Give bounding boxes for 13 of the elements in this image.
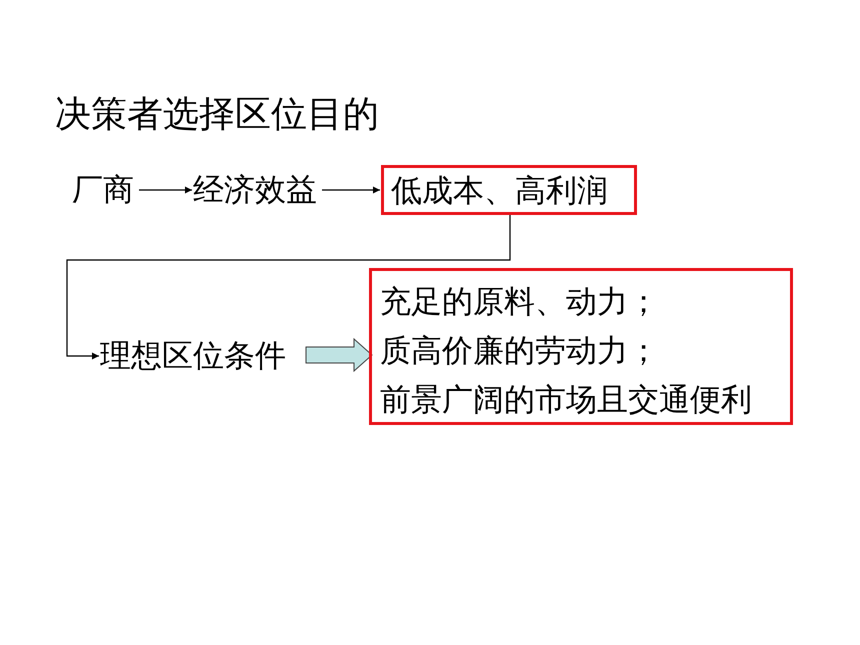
arrow [66, 215, 511, 360]
list-item: 质高价廉的劳动力； [380, 332, 659, 370]
conditions-box [369, 268, 793, 425]
block-arrow [306, 338, 373, 372]
text-label: 经济效益 [193, 171, 319, 209]
list-item: 前景广阔的市场且交通便利 [380, 381, 752, 419]
text-label: 厂商 [72, 171, 136, 209]
result-box: 低成本、高利润 [381, 165, 637, 215]
text-label: 理想区位条件 [100, 337, 290, 375]
arrow [322, 186, 380, 194]
arrow [139, 186, 192, 194]
list-item: 充足的原料、动力； [380, 283, 659, 321]
title: 决策者选择区位目的 [55, 93, 379, 137]
